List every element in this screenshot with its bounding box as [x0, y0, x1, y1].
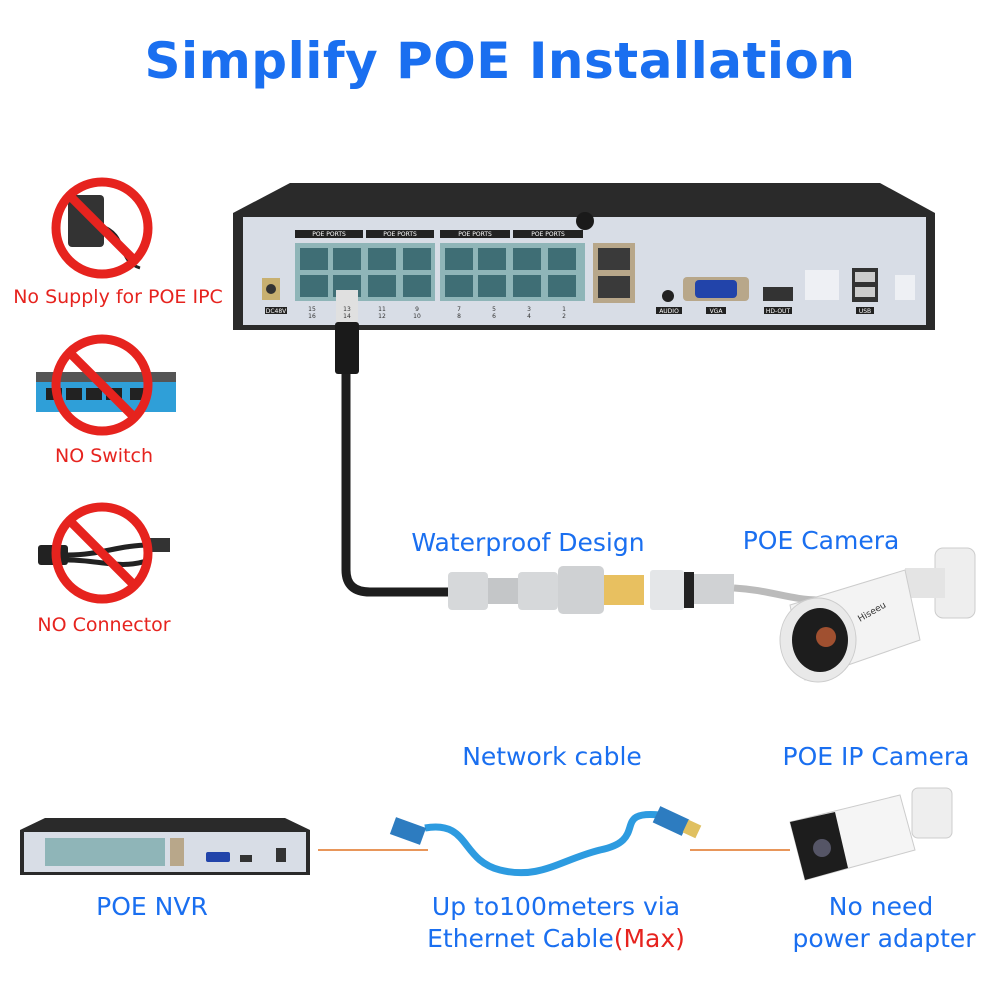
port-number: 13 — [343, 306, 351, 313]
ethernet-cable — [341, 370, 450, 597]
audio-label: AUDIO — [659, 308, 679, 315]
page-title: Simplify POE Installation — [144, 32, 856, 90]
port-number: 11 — [378, 306, 386, 313]
rj45-plug — [336, 290, 358, 326]
prohibited-icon — [51, 502, 153, 604]
camera-cable — [733, 584, 821, 604]
waterproof-label: Waterproof Design — [411, 528, 645, 557]
no-connector-label: NO Connector — [37, 614, 171, 636]
prohibited-icon — [51, 334, 153, 436]
camera-note-line-1: No need — [828, 892, 934, 921]
distance-max: (Max) — [613, 924, 685, 953]
port-number: 8 — [457, 313, 461, 320]
hdmi-label: HD-OUT — [766, 308, 791, 315]
port-number: 14 — [343, 313, 351, 320]
poe-ports-label: POE PORTS — [383, 231, 417, 238]
distance-text: Ethernet Cable — [427, 924, 614, 953]
network-cable-image — [389, 806, 702, 877]
port-number: 6 — [492, 313, 496, 320]
poe-ports-label: POE PORTS — [312, 231, 346, 238]
poe-ip-camera-label: POE IP Camera — [782, 742, 970, 771]
poe-camera-image: Hiseeu — [779, 547, 976, 683]
poe-nvr-image — [20, 818, 310, 875]
port-number: 16 — [308, 313, 316, 320]
port-number: 7 — [457, 306, 461, 313]
poe-ports-label: POE PORTS — [531, 231, 565, 238]
poe-ports-label: POE PORTS — [458, 231, 492, 238]
port-number: 4 — [527, 313, 531, 320]
poe-ip-camera-image — [789, 787, 953, 881]
port-number: 10 — [413, 313, 421, 320]
port-number: 9 — [415, 306, 419, 313]
network-cable-label: Network cable — [462, 742, 642, 771]
no-switch-label: NO Switch — [54, 445, 154, 467]
port-number: 5 — [492, 306, 496, 313]
camera-note-line-2: power adapter — [792, 924, 976, 953]
prohibited-icon — [51, 177, 153, 279]
port-number: 1 — [562, 306, 566, 313]
usb-label: USB — [859, 308, 871, 315]
rj45-boot — [335, 322, 359, 374]
dc-label: DC48V — [266, 308, 287, 315]
distance-line-1: Up to100meters via — [431, 892, 681, 921]
no-supply-label: No Supply for POE IPC — [13, 286, 223, 308]
poe-camera-label: POE Camera — [742, 526, 900, 555]
port-number: 15 — [308, 306, 316, 313]
poe-nvr-label: POE NVR — [96, 892, 208, 921]
vga-label: VGA — [710, 308, 724, 315]
waterproof-connector — [448, 566, 734, 614]
port-number: 12 — [378, 313, 386, 320]
port-number: 2 — [562, 313, 566, 320]
port-number: 3 — [527, 306, 531, 313]
distance-line-2: Ethernet Cable(Max) — [427, 924, 685, 953]
